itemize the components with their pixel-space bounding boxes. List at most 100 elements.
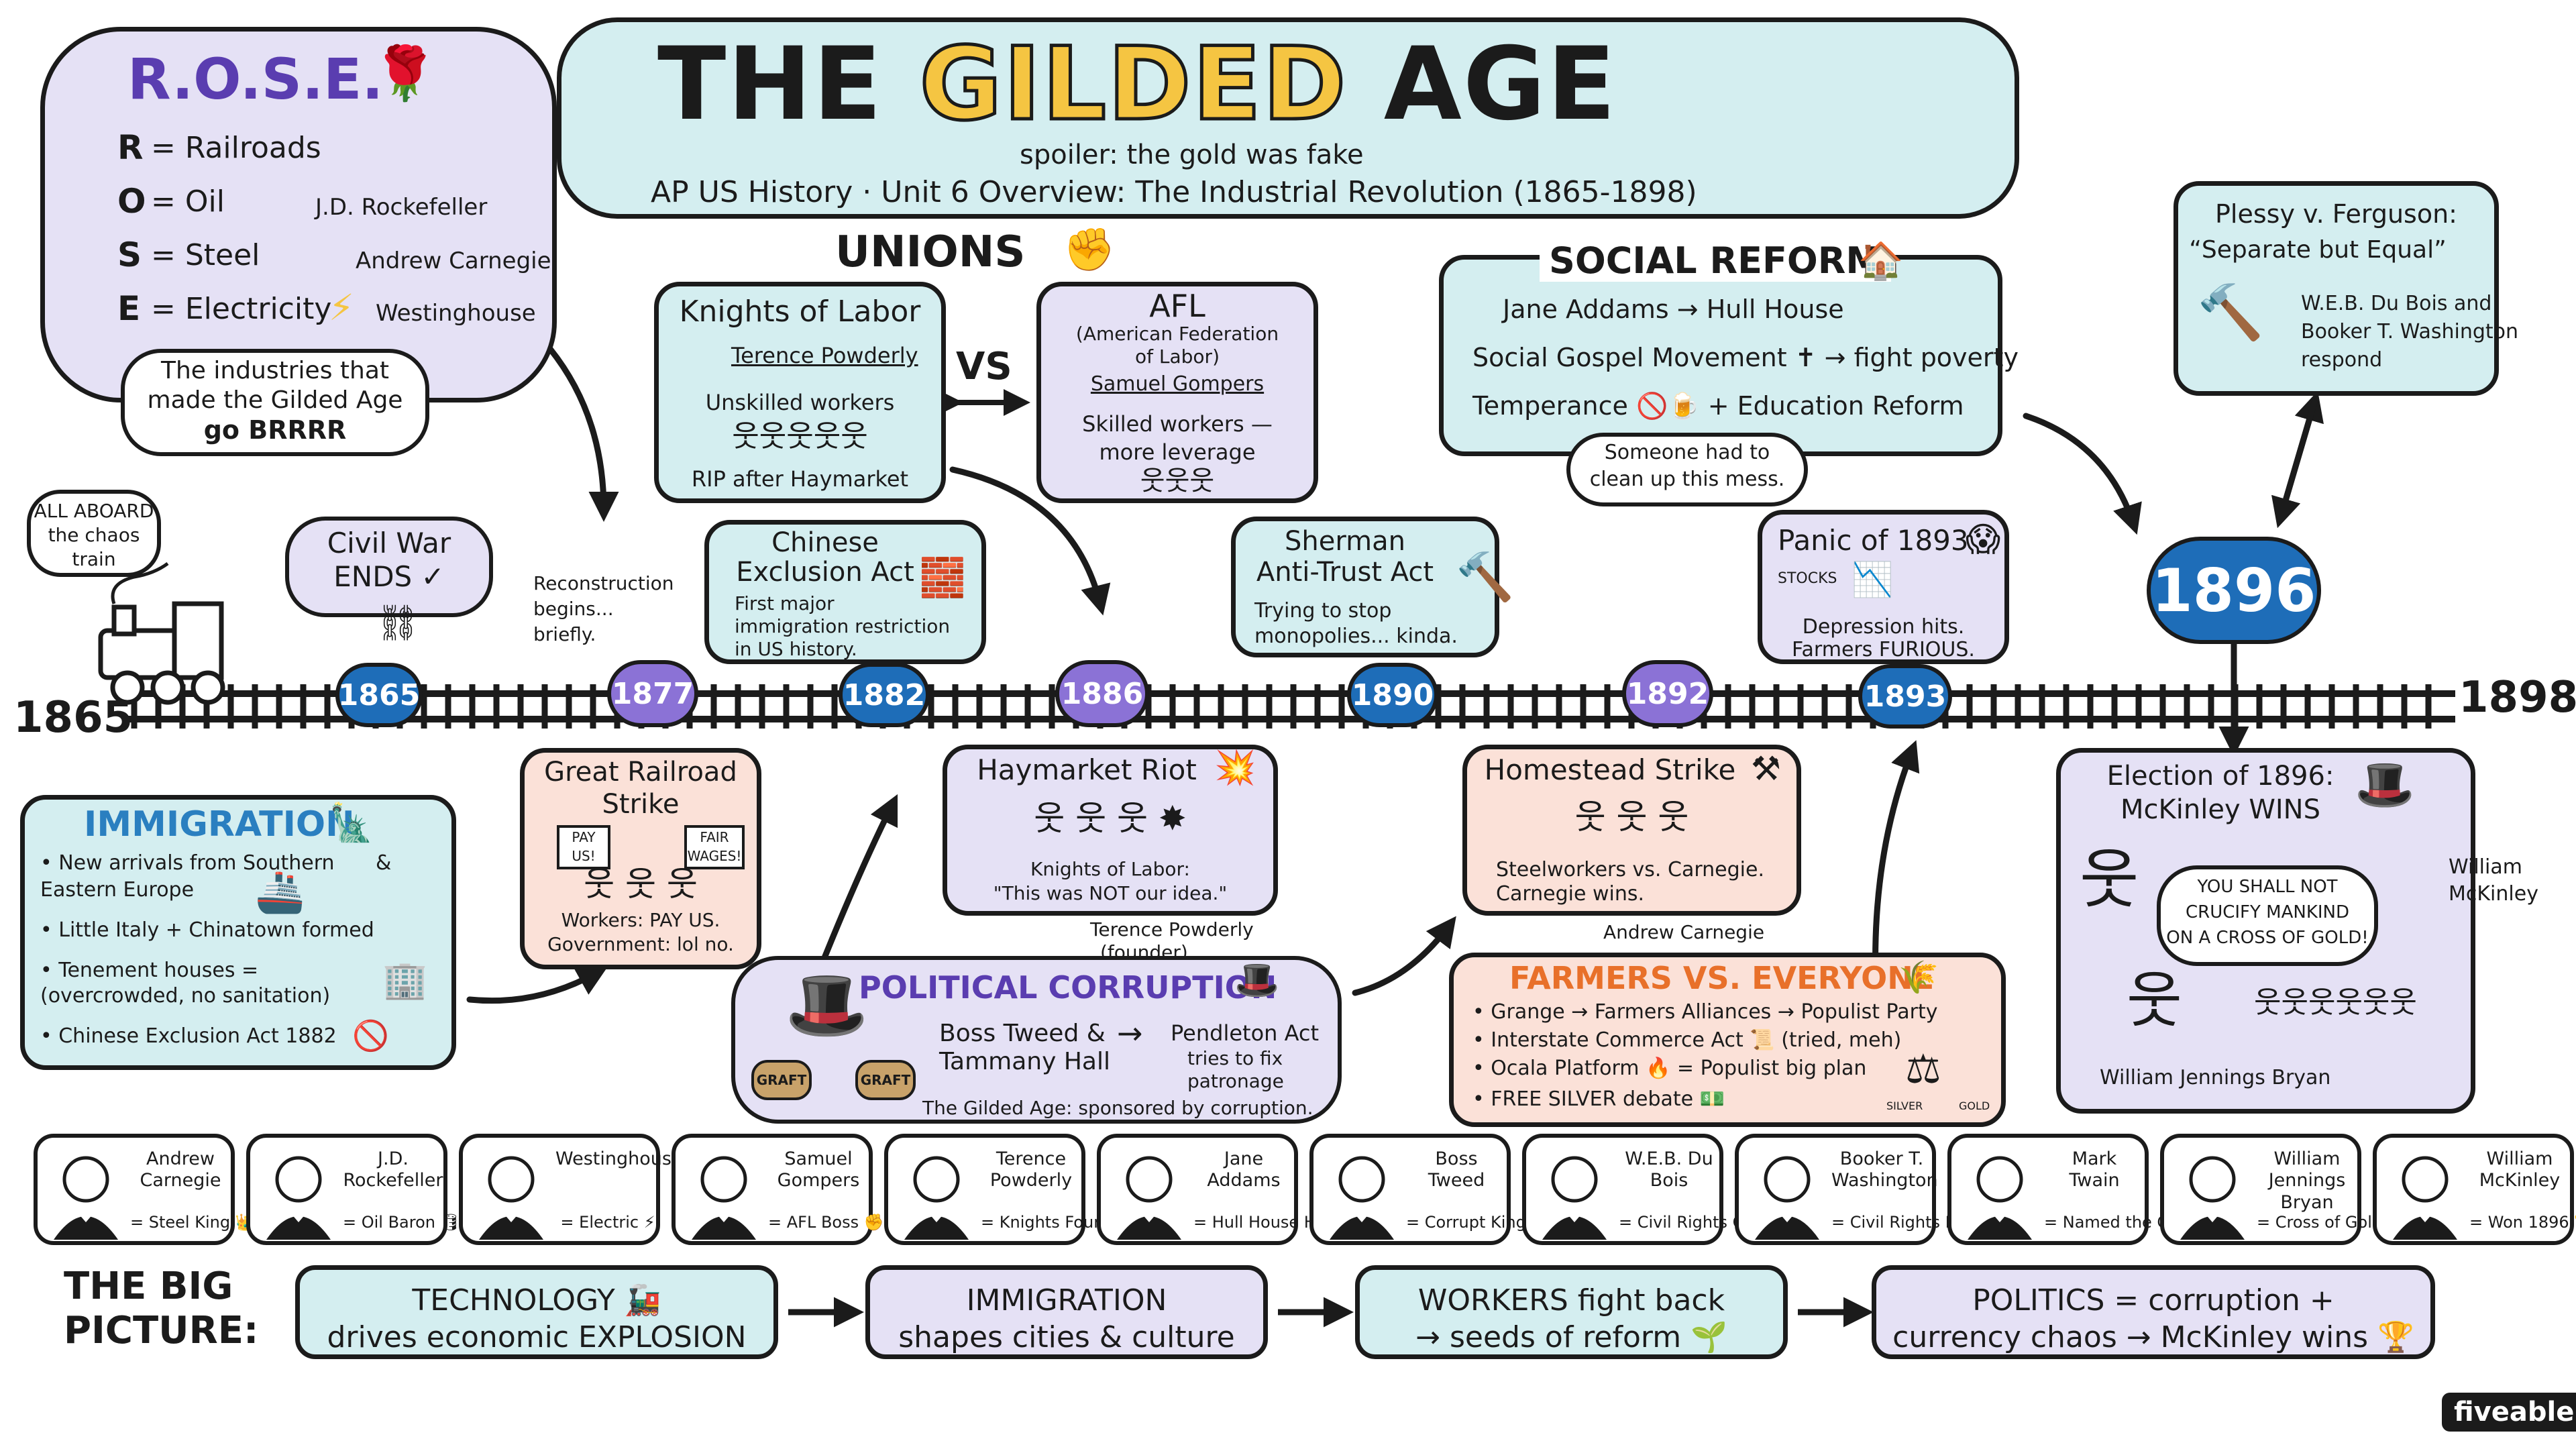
no-entry-icon: 🚫 <box>352 1019 389 1053</box>
imm-item-1a: • New arrivals from Southern <box>40 851 335 875</box>
rose-text-o: = Oil <box>151 184 225 219</box>
broken-chain-icon: ⛓ <box>376 603 421 643</box>
train-note-1: ALL ABOARD <box>34 500 154 522</box>
haymarket-text-1: Knights of Labor: <box>1030 858 1190 880</box>
person-card: W.E.B. Du Bois= Civil Rights Champion <box>1522 1134 1815 1245</box>
timeline-start-label: 1865 <box>13 693 133 743</box>
bryan-label: William Jennings Bryan <box>2100 1066 2331 1089</box>
corruption-footer: The Gilded Age: sponsored by corruption. <box>922 1097 1313 1119</box>
timeline-node-1886[interactable]: 1886 <box>1055 660 1149 727</box>
person-name: Westinghouse <box>555 1148 683 1169</box>
page-title: THE GILDED AGE <box>657 25 1617 144</box>
portrait-icon <box>896 1147 977 1241</box>
afl-sub2: of Labor) <box>1135 345 1220 368</box>
reform-note-2: clean up this mess. <box>1589 468 1785 491</box>
hammer-icon: ⚒ <box>1751 749 1781 788</box>
stocks-label: STOCKS <box>1778 570 1837 587</box>
person-tag: = Hull House Hero <box>1193 1213 1342 1232</box>
person-card: Andrew Carnegie= Steel King 👑 <box>34 1134 256 1245</box>
person-card: Terence Powderly = Knights Founder <box>884 1134 1131 1245</box>
portrait-icon <box>2385 1147 2465 1241</box>
rose-card <box>40 27 557 402</box>
immigration-title: IMMIGRATION <box>84 804 355 845</box>
person-name: Terence Powderly <box>989 1148 1073 1191</box>
gavel-icon: 🔨 <box>2197 281 2264 343</box>
rose-letter-o: O <box>117 182 146 221</box>
scale-silver: SILVER <box>1886 1099 1923 1112</box>
reconstruction-3: briefly. <box>533 623 596 645</box>
chinese-text-2: immigration restriction <box>735 615 951 637</box>
pendleton-3: patronage <box>1187 1070 1284 1092</box>
house-icon: 🏠 <box>1858 239 1904 282</box>
sherman-title-2: Anti-Trust Act <box>1256 557 1434 588</box>
person-tag: = Cross of Gold <box>2257 1213 2383 1232</box>
imm-amp: & <box>376 851 392 875</box>
tenement-icon: 🏢 <box>382 959 428 1001</box>
rose-text-r: = Railroads <box>151 131 321 165</box>
afl-leader: Samuel Gompers <box>1090 372 1265 396</box>
steam-train-icon <box>98 561 225 705</box>
civil-war-cloud <box>285 517 493 617</box>
boss-line-2: Tammany Hall <box>939 1048 1110 1075</box>
person-card: J.D. Rockefeller= Oil Baron 🛢 <box>246 1134 461 1245</box>
haymarket-text-2: "This was NOT our idea." <box>993 882 1228 904</box>
timeline-node-1882[interactable]: 1882 <box>839 663 930 727</box>
imm-item-3a: • Tenement houses = <box>40 959 259 982</box>
timeline-track <box>127 684 2455 729</box>
person-tag: = Steel King 👑 <box>130 1213 256 1232</box>
portrait-icon <box>1960 1147 2040 1241</box>
rose-text-s: = Steel <box>151 238 260 272</box>
person-tag: = Knights Founder <box>981 1213 1131 1232</box>
train-note-2: the chaos <box>48 524 140 546</box>
sherman-gavel-icon: 🔨 <box>1456 549 1515 604</box>
timeline-node-1892[interactable]: 1892 <box>1622 660 1713 727</box>
imm-item-3b: (overcrowded, no sanitation) <box>40 984 331 1008</box>
civil-war-line1: Civil War <box>327 527 451 559</box>
person-tag: = Named the Gilded Age <box>2044 1213 2245 1232</box>
timeline-node-1877[interactable]: 1877 <box>607 660 698 727</box>
farmers-item-2: • Interstate Commerce Act 📜 (tried, meh) <box>1472 1028 1902 1052</box>
timeline-node-1893[interactable]: 1893 <box>1858 664 1952 729</box>
pendleton-2: tries to fix <box>1187 1047 1283 1069</box>
timeline-node-1896[interactable]: 1896 <box>2147 537 2321 644</box>
afl-stick-figures-icon: 웃웃웃 <box>1140 466 1215 496</box>
reform-note-cloud <box>1566 433 1808 506</box>
timeline-node-1890[interactable]: 1890 <box>1347 663 1438 727</box>
rose-person-s: Andrew Carnegie <box>356 248 551 274</box>
rose-person-e: Westinghouse <box>376 300 536 327</box>
big-picture-label-2: PICTURE: <box>64 1309 259 1352</box>
person-tag: = Civil Rights Champion <box>1619 1213 1815 1232</box>
fiveable-logo[interactable]: fiveable <box>2442 1393 2576 1432</box>
sherman-text-2: monopolies... kinda. <box>1254 625 1458 648</box>
person-card: William McKinley= Won 1896 🏆 <box>2373 1134 2576 1245</box>
header-banner <box>557 17 2019 219</box>
person-card: Mark Twain= Named the Gilded Age <box>1947 1134 2245 1245</box>
portrait-icon <box>258 1147 339 1241</box>
afl-sub1: (American Federation <box>1075 323 1279 345</box>
reform-line-2: Social Gospel Movement ✝ → fight poverty <box>1472 343 2019 372</box>
afl-title: AFL <box>1149 288 1205 324</box>
afl-line2: more leverage <box>1099 439 1256 465</box>
top-hat-icon: 🎩 <box>1234 959 1280 1001</box>
plessy-card <box>2174 181 2499 396</box>
haymarket-title: Haymarket Riot <box>977 753 1197 786</box>
portrait-icon <box>2172 1147 2253 1241</box>
person-tag: = Corrupt King <box>1406 1213 1526 1232</box>
imm-item-2: • Little Italy + Chinatown formed <box>40 918 374 942</box>
homestead-text-1: Steelworkers vs. Carnegie. <box>1496 858 1764 881</box>
kol-title: Knights of Labor <box>679 294 921 329</box>
kol-line2: RIP after Haymarket <box>691 466 909 492</box>
quote-line-1: YOU SHALL NOT <box>2197 877 2338 897</box>
course-line: AP US History · Unit 6 Overview: The Ind… <box>651 175 1697 209</box>
timeline-node-1865[interactable]: 1865 <box>335 663 423 727</box>
homestead-figures-icon: 웃 웃 웃 <box>1574 798 1689 837</box>
rose-icon: 🌹 <box>372 44 438 104</box>
sherman-title-1: Sherman <box>1285 526 1405 557</box>
railroad-strike-title-2: Strike <box>602 789 680 820</box>
haymarket-card <box>943 745 1278 916</box>
panic-text-2: Farmers FURIOUS. <box>1792 638 1975 661</box>
person-name: Samuel Gompers <box>777 1148 860 1191</box>
imm-item-4: • Chinese Exclusion Act 1882 <box>40 1024 337 1048</box>
farmers-item-4: • FREE SILVER debate 💵 <box>1472 1087 1725 1111</box>
